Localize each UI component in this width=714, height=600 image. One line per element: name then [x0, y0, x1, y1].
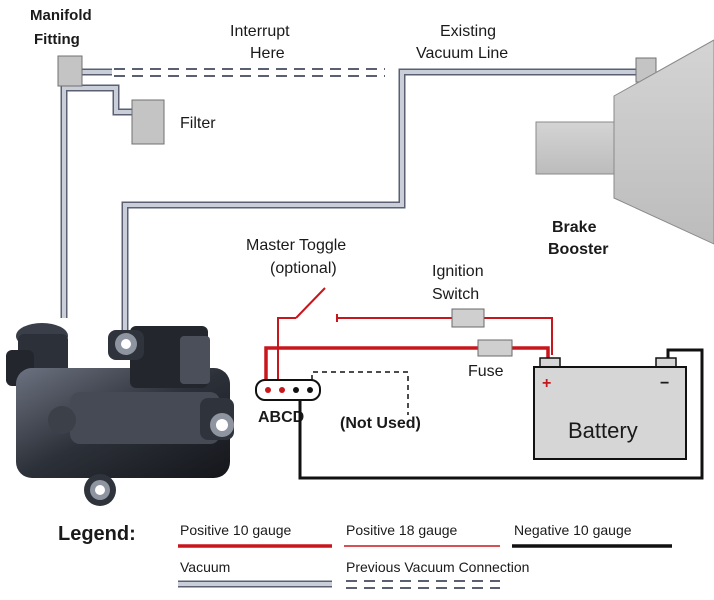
wire-not-used-dashed	[311, 371, 409, 415]
wire-negative-10-gauge	[298, 348, 704, 480]
fuse-label: Fuse	[468, 363, 504, 380]
vacuum-filter	[131, 99, 165, 145]
filter-label: Filter	[180, 115, 216, 132]
legend-label-positive-18-gauge: Positive 18 gauge	[346, 522, 458, 538]
wire-positive-10-gauge	[264, 346, 550, 382]
brake-booster-label-line2: Booster	[548, 241, 608, 258]
legend-title: Legend:	[58, 523, 136, 545]
legend-swatch-previous-vacuum	[346, 580, 500, 589]
interrupt-here-label-line2: Here	[250, 45, 285, 62]
ignition-switch	[451, 308, 485, 328]
legend-label-vacuum: Vacuum	[180, 559, 230, 575]
battery-label: Battery	[568, 418, 638, 443]
connector-abcd	[255, 379, 321, 401]
existing-vacuum-line-label-line2: Vacuum Line	[416, 45, 508, 62]
brake-booster	[535, 39, 714, 245]
wire-positive-18-gauge	[277, 317, 553, 382]
connector-pins-label: ABCD	[258, 409, 304, 426]
not-used-label: (Not Used)	[340, 415, 421, 432]
legend-label-previous-vacuum: Previous Vacuum Connection	[346, 559, 529, 575]
legend-label-positive-10-gauge: Positive 10 gauge	[180, 522, 292, 538]
master-toggle-label-line1: Master Toggle	[246, 237, 346, 254]
previous-vacuum-connection-dashed	[114, 68, 385, 77]
battery-positive-terminal-label: +	[542, 375, 551, 392]
fuse	[477, 339, 513, 357]
battery	[533, 357, 687, 460]
ignition-switch-label-line2: Switch	[432, 286, 479, 303]
master-toggle-switch	[295, 287, 338, 322]
vacuum-line-to-manifold	[60, 84, 132, 318]
interrupt-here-label-line1: Interrupt	[230, 23, 290, 40]
vacuum-pump	[6, 323, 234, 506]
manifold-fitting	[57, 55, 83, 87]
manifold-fitting-label-line2: Fitting	[34, 31, 80, 48]
ignition-switch-label-line1: Ignition	[432, 263, 484, 280]
manifold-fitting-label-line1: Manifold	[30, 7, 92, 24]
brake-booster-label-line1: Brake	[552, 219, 597, 236]
legend-label-negative-10-gauge: Negative 10 gauge	[514, 522, 632, 538]
master-toggle-label-line2: (optional)	[270, 260, 337, 277]
existing-vacuum-line-label-line1: Existing	[440, 23, 496, 40]
battery-negative-terminal-label: −	[660, 375, 669, 392]
vacuum-line-to-booster	[121, 68, 638, 330]
legend: Legend: Positive 10 gauge Positive 18 ga…	[58, 522, 672, 589]
